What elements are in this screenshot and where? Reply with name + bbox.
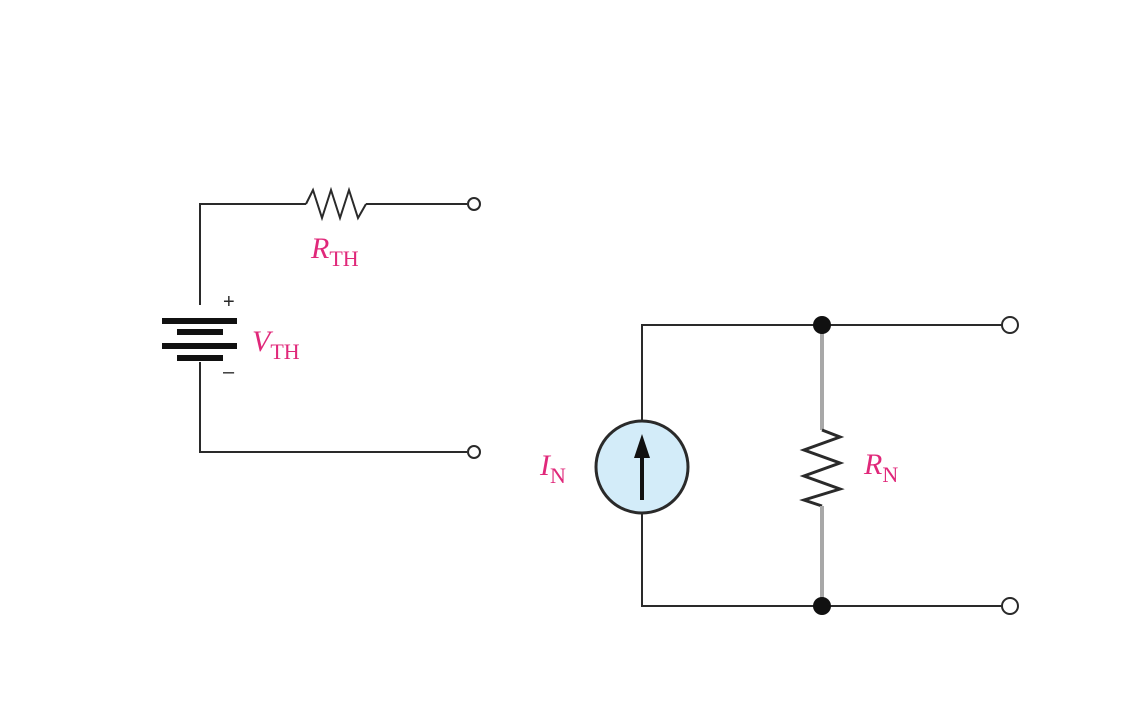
rn-label: RN: [863, 448, 898, 487]
minus-sign: –: [223, 361, 235, 383]
thevenin-battery: [162, 318, 237, 361]
battery-plate-3: [162, 343, 237, 349]
up-arrow-icon: [634, 434, 650, 458]
vth-label: VTH: [252, 325, 300, 364]
norton-top-wire: [641, 324, 1003, 420]
rn-label-sub: N: [882, 462, 898, 487]
thevenin-resistor-rth: [305, 186, 367, 222]
vth-label-sub: TH: [270, 339, 299, 364]
in-label: IN: [539, 449, 566, 488]
thevenin-terminal-bottom: [467, 445, 481, 459]
rth-label: RTH: [310, 232, 359, 271]
rn-zigzag: [799, 428, 845, 508]
rth-label-main: R: [310, 232, 329, 265]
rth-label-sub: TH: [329, 246, 358, 271]
thevenin-circuit: RTH VTH + –: [162, 186, 481, 459]
thevenin-bottom-wire: [199, 362, 467, 453]
norton-bottom-wire: [641, 513, 1003, 607]
in-label-main: I: [539, 449, 552, 482]
thevenin-terminal-top: [467, 197, 481, 211]
junction-dot-top: [813, 316, 831, 334]
plus-sign: +: [223, 291, 235, 313]
in-label-sub: N: [550, 463, 566, 488]
norton-terminal-top: [1001, 316, 1019, 334]
thevenin-top-wire: [199, 203, 306, 305]
norton-resistor-rn: [799, 325, 845, 606]
norton-terminal-bottom: [1001, 597, 1019, 615]
battery-plate-4: [177, 355, 223, 361]
rn-label-main: R: [863, 448, 882, 481]
norton-current-source: [594, 419, 690, 515]
battery-plate-2: [177, 329, 223, 335]
norton-circuit: IN RN: [539, 316, 1019, 615]
junction-dot-bottom: [813, 597, 831, 615]
battery-plate-1: [162, 318, 237, 324]
vth-label-main: V: [252, 325, 274, 358]
